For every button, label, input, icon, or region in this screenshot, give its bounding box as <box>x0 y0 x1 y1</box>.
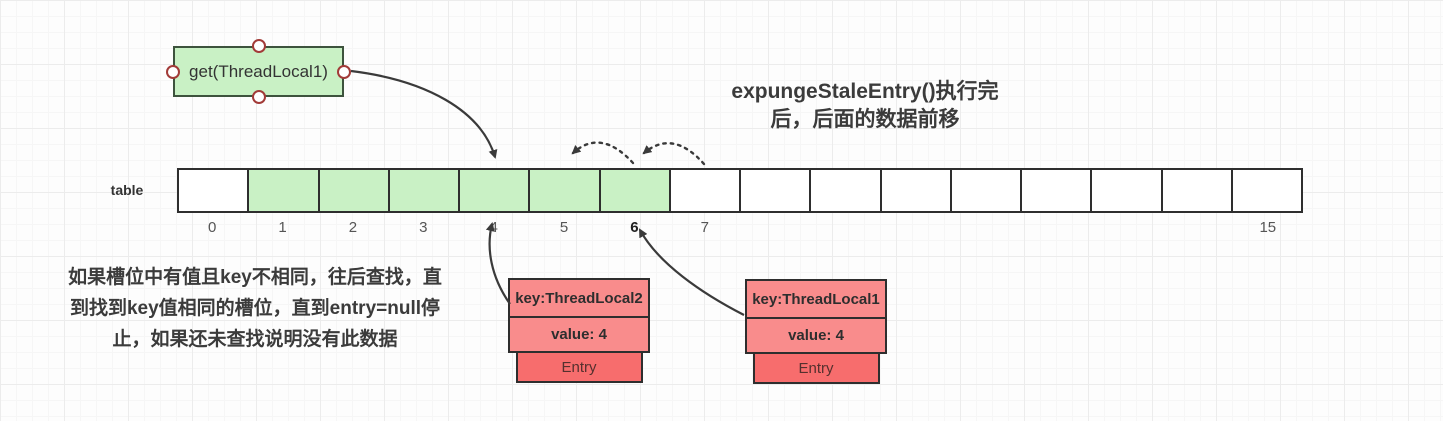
note-line3: 止，如果还未查找说明没有此数据 <box>112 329 398 350</box>
entry-node-threadlocal2[interactable]: key:ThreadLocal2 value: 4 Entry <box>508 278 650 383</box>
diagram-title-line2: 后，后面的数据前移 <box>770 108 960 131</box>
table-label: table <box>110 182 144 198</box>
table-slot-5[interactable] <box>528 168 601 213</box>
slot-index-9 <box>810 219 880 236</box>
note-line2: 到找到key值相同的槽位，直到entry=null停 <box>69 298 441 319</box>
slot-index-7: 7 <box>700 219 709 236</box>
slot-index-5: 5 <box>559 219 569 236</box>
connection-handle-left-icon[interactable] <box>166 64 180 79</box>
slot-index-15: 15 <box>1259 219 1277 236</box>
table-slot-0[interactable] <box>177 168 250 213</box>
slot-index-14 <box>1162 219 1232 236</box>
dotted-arrow-slot7-to-slot6 <box>642 142 706 166</box>
table-slot-8[interactable] <box>739 168 812 213</box>
arrow-entry1-to-slot6 <box>639 228 745 316</box>
entry2-key-field: key:ThreadLocal2 <box>508 278 650 318</box>
arrow-entry2-to-slot4 <box>485 222 511 305</box>
diagram-title: expungeStaleEntry()执行完 后，后面的数据前移 <box>665 78 1065 134</box>
connection-handle-right-icon[interactable] <box>337 64 351 79</box>
slot-index-12 <box>1022 219 1092 236</box>
note-line1: 如果槽位中有值且key不相同，往后查找，直 <box>68 267 442 288</box>
table-slot-1[interactable] <box>247 168 320 213</box>
table-cells <box>177 168 1303 213</box>
table-slot-14[interactable] <box>1160 168 1233 213</box>
slot-index-0: 0 <box>208 219 217 236</box>
table-slot-9[interactable] <box>809 168 882 213</box>
entry2-type-label: Entry <box>515 351 643 383</box>
slot-index-4: 4 <box>489 219 498 236</box>
table-slot-11[interactable] <box>949 168 1022 213</box>
table-slot-13[interactable] <box>1090 168 1163 213</box>
table-slot-2[interactable] <box>317 168 390 213</box>
arrow-get-to-slot4 <box>350 69 498 159</box>
entry2-value-field: value: 4 <box>508 316 650 353</box>
get-threadlocal1-node[interactable]: get(ThreadLocal1) <box>166 39 351 104</box>
connection-handle-top-icon[interactable] <box>251 39 266 53</box>
table-slot-6[interactable] <box>598 168 671 213</box>
slot-index-8 <box>740 219 810 236</box>
note-text: 如果槽位中有值且key不相同，往后查找，直 到找到key值相同的槽位，直到ent… <box>32 262 478 355</box>
diagram-title-line1: expungeStaleEntry()执行完 <box>731 80 999 103</box>
slot-index-2: 2 <box>348 219 358 236</box>
slot-index-10 <box>881 219 951 236</box>
table-slot-3[interactable] <box>387 168 460 213</box>
connection-handle-bottom-icon[interactable] <box>251 90 266 104</box>
entry1-key-field: key:ThreadLocal1 <box>745 279 887 319</box>
entry1-type-label: Entry <box>752 352 880 384</box>
slot-index-11 <box>951 219 1021 236</box>
slot-index-13 <box>1092 219 1162 236</box>
slot-index-1: 1 <box>278 219 287 236</box>
slot-index-labels: 0 1 2 3 4 5 6 7 15 <box>177 219 1303 236</box>
entry-node-threadlocal1[interactable]: key:ThreadLocal1 value: 4 Entry <box>745 279 887 384</box>
table-slot-4[interactable] <box>458 168 531 213</box>
table-slot-12[interactable] <box>1020 168 1093 213</box>
dotted-arrow-slot6-to-slot5 <box>571 141 635 165</box>
table-slot-7[interactable] <box>668 168 741 213</box>
table-slot-15[interactable] <box>1230 168 1303 213</box>
entry1-value-field: value: 4 <box>745 317 887 354</box>
slot-index-6: 6 <box>630 219 639 236</box>
get-node-label: get(ThreadLocal1) <box>189 61 328 81</box>
table-slot-10[interactable] <box>879 168 952 213</box>
slot-index-3: 3 <box>419 219 428 236</box>
